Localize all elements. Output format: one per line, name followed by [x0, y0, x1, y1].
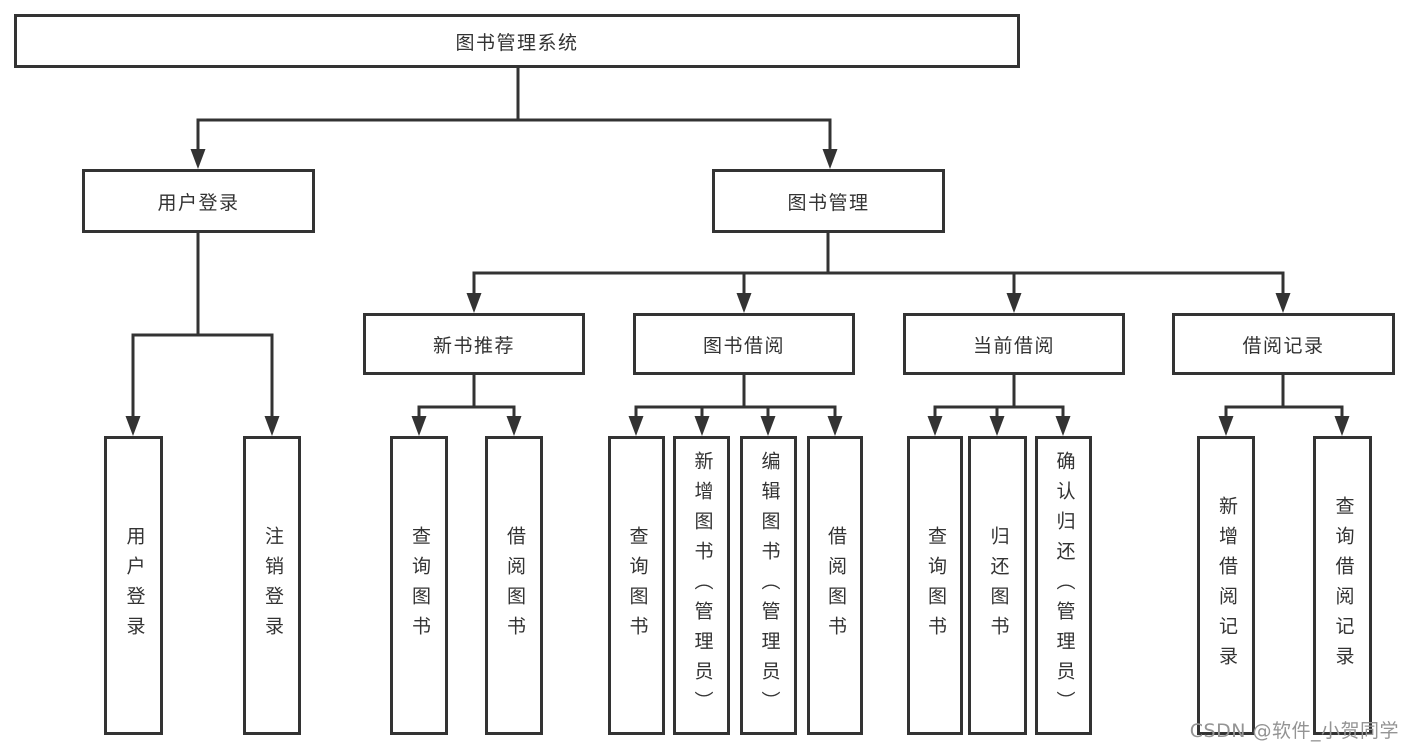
node-add-borrow-record: 新增借阅记录: [1197, 436, 1255, 735]
node-borrowing-records: 借阅记录: [1172, 313, 1395, 375]
node-return-books: 归还图书: [968, 436, 1027, 735]
node-book-management-label: 图书管理: [787, 191, 870, 214]
node-query-books-2-label: 查询图书: [626, 525, 649, 646]
node-book-borrowing-label: 图书借阅: [702, 334, 785, 357]
node-current-borrowing-label: 当前借阅: [972, 334, 1055, 357]
node-add-borrow-record-label: 新增借阅记录: [1215, 495, 1238, 676]
node-query-books-3-label: 查询图书: [924, 525, 947, 646]
node-add-book-admin: 新增图书（管理员）: [673, 436, 730, 735]
node-add-book-admin-label: 新增图书（管理员）: [691, 450, 714, 721]
node-query-books-2: 查询图书: [608, 436, 665, 735]
node-query-borrow-record-label: 查询借阅记录: [1332, 495, 1355, 676]
node-borrow-books-2-label: 借阅图书: [824, 525, 847, 646]
node-user-login-label: 用户登录: [123, 525, 146, 646]
node-borrowing-records-label: 借阅记录: [1242, 334, 1325, 357]
node-query-books-1: 查询图书: [390, 436, 448, 735]
node-logout-label: 注销登录: [261, 525, 284, 646]
node-borrow-books-2: 借阅图书: [807, 436, 863, 735]
node-user-login: 用户登录: [104, 436, 163, 735]
node-user-login: 用户登录: [82, 169, 315, 233]
node-library-management-system-label: 图书管理系统: [455, 31, 579, 54]
node-logout: 注销登录: [243, 436, 301, 735]
node-confirm-return-admin: 确认归还（管理员）: [1035, 436, 1092, 735]
node-new-book-recommendation: 新书推荐: [363, 313, 585, 375]
node-book-borrowing: 图书借阅: [633, 313, 855, 375]
node-borrow-books-1: 借阅图书: [485, 436, 543, 735]
node-library-management-system: 图书管理系统: [14, 14, 1020, 68]
node-query-books-1-label: 查询图书: [408, 525, 431, 646]
node-borrow-books-1-label: 借阅图书: [503, 525, 526, 646]
node-edit-book-admin: 编辑图书（管理员）: [740, 436, 797, 735]
node-confirm-return-admin-label: 确认归还（管理员）: [1053, 450, 1076, 721]
node-current-borrowing: 当前借阅: [903, 313, 1125, 375]
node-book-management: 图书管理: [712, 169, 945, 233]
node-edit-book-admin-label: 编辑图书（管理员）: [758, 450, 781, 721]
node-return-books-label: 归还图书: [987, 525, 1010, 646]
node-new-book-recommendation-label: 新书推荐: [432, 334, 515, 357]
node-query-borrow-record: 查询借阅记录: [1313, 436, 1372, 735]
node-user-login-label: 用户登录: [157, 191, 240, 214]
watermark: CSDN @软件_小贺同学: [1189, 720, 1399, 742]
node-query-books-3: 查询图书: [907, 436, 963, 735]
